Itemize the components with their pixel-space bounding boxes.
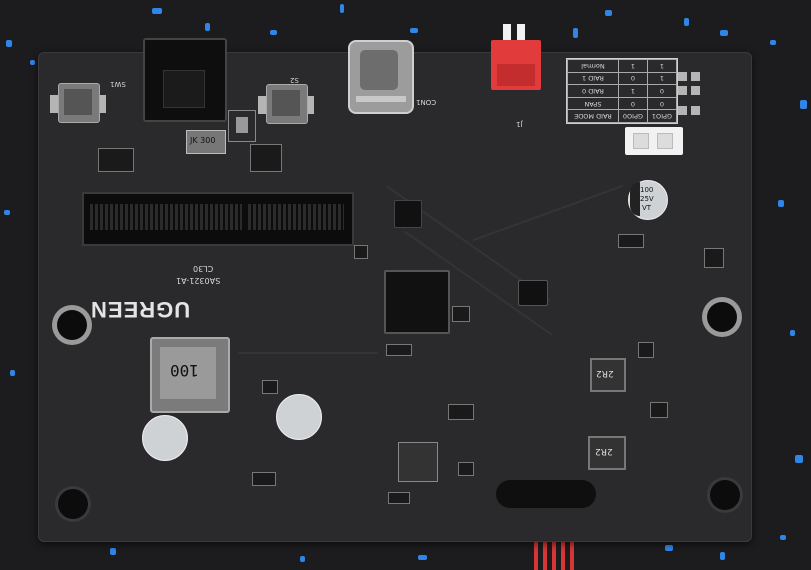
raid-table-cell: RAID 1 bbox=[567, 72, 619, 85]
raid-table-cell: 0 bbox=[647, 84, 677, 98]
inductor-small-b-value: 2R2 bbox=[595, 446, 613, 456]
con1-label: CON1 bbox=[416, 98, 437, 106]
cap-mark-1: 100 bbox=[640, 186, 654, 194]
white-jst-connector bbox=[625, 127, 683, 155]
inductor-small-a-value: 2R2 bbox=[596, 368, 614, 378]
controller-ic bbox=[384, 270, 450, 334]
red-wire-bundle bbox=[528, 535, 588, 570]
raid-table-header: GPIO1 GPIO0 RAID MODE bbox=[567, 109, 677, 123]
cap-mark-2: 25V bbox=[640, 195, 654, 203]
raid-table-cell: 0 bbox=[647, 97, 677, 110]
smd-part bbox=[262, 380, 278, 394]
smd-part bbox=[354, 245, 368, 259]
raid-table-cell: RAID 0 bbox=[567, 84, 619, 98]
raid-table-row: 0 0 SPAN bbox=[567, 97, 677, 110]
mounting-hole-mid-right bbox=[707, 302, 737, 332]
usb-c-connector bbox=[348, 40, 414, 114]
smd-part bbox=[704, 248, 724, 268]
smd-part bbox=[650, 402, 668, 418]
red-header-connector bbox=[491, 24, 541, 120]
raid-mode-table: GPIO1 GPIO0 RAID MODE 0 0 SPAN 0 1 RAID … bbox=[566, 58, 678, 124]
power-inductor-small-b: 2R2 bbox=[588, 436, 626, 470]
s2-label: S2 bbox=[290, 76, 299, 84]
marker-scribble bbox=[496, 480, 596, 508]
smd-part bbox=[448, 404, 474, 420]
inductor-large-value: 100 bbox=[170, 361, 199, 380]
tactile-switch-right bbox=[258, 80, 314, 130]
raid-table-cell: 1 bbox=[647, 59, 677, 73]
dc-barrel-jack bbox=[143, 38, 227, 122]
raid-table-row: 1 1 Normal bbox=[567, 59, 677, 73]
j1-label: J1 bbox=[516, 120, 523, 128]
tactile-switch-left bbox=[50, 77, 106, 127]
cap-mark-3: VT bbox=[642, 204, 652, 212]
raid-table-row: 0 1 RAID 0 bbox=[567, 84, 677, 98]
smd-part bbox=[452, 306, 470, 322]
sw1-label: SW1 bbox=[110, 80, 126, 88]
jumper-pads bbox=[678, 72, 702, 120]
raid-table-row: 1 0 RAID 1 bbox=[567, 72, 677, 85]
slide-switch bbox=[228, 110, 256, 142]
pcb-board: SW1 JK 300 S2 CON1 J1 GPIO1 GPIO0 bbox=[38, 24, 752, 542]
smd-part bbox=[386, 344, 412, 356]
capacitor-bottom-mid bbox=[276, 394, 322, 440]
electrolytic-capacitor: 100 25V VT bbox=[628, 180, 668, 222]
model-line1: CL30 bbox=[193, 264, 214, 273]
smd-part bbox=[618, 234, 644, 248]
small-ic-top bbox=[394, 200, 422, 228]
raid-table-cell: 1 bbox=[618, 84, 648, 98]
capacitor-bottom-left bbox=[142, 415, 188, 461]
smd-part bbox=[252, 472, 276, 486]
mounting-hole-bottom-right bbox=[710, 480, 740, 510]
smd-part bbox=[98, 148, 134, 172]
brand-logo: UGREEN bbox=[90, 297, 191, 322]
raid-table-header-cell: GPIO1 bbox=[647, 109, 677, 123]
raid-table-cell: SPAN bbox=[567, 97, 619, 110]
raid-table-cell: 0 bbox=[618, 97, 648, 110]
raid-table-cell: 0 bbox=[618, 72, 648, 85]
raid-table-cell: 1 bbox=[647, 72, 677, 85]
power-inductor-large: 100 bbox=[150, 337, 230, 413]
raid-table-header-cell: RAID MODE bbox=[567, 109, 619, 123]
model-line2: SA0321-A1 bbox=[176, 276, 221, 285]
jumper-value: JK 300 bbox=[190, 136, 216, 145]
raid-table-header-cell: GPIO0 bbox=[618, 109, 648, 123]
power-inductor-small-a: 2R2 bbox=[590, 358, 626, 392]
smd-part bbox=[458, 462, 474, 476]
jumper-block: JK 300 bbox=[186, 130, 226, 154]
mounting-hole-mid-left bbox=[57, 310, 87, 340]
mounting-hole-bottom-left bbox=[58, 489, 88, 519]
smd-part bbox=[250, 144, 282, 172]
raid-table-cell: 1 bbox=[618, 59, 648, 73]
smd-part bbox=[388, 492, 410, 504]
raid-table-cell: Normal bbox=[567, 59, 619, 73]
pcie-slot bbox=[82, 192, 354, 246]
smd-module-bottom bbox=[398, 442, 438, 482]
eeprom-ic bbox=[518, 280, 548, 306]
smd-part bbox=[638, 342, 654, 358]
